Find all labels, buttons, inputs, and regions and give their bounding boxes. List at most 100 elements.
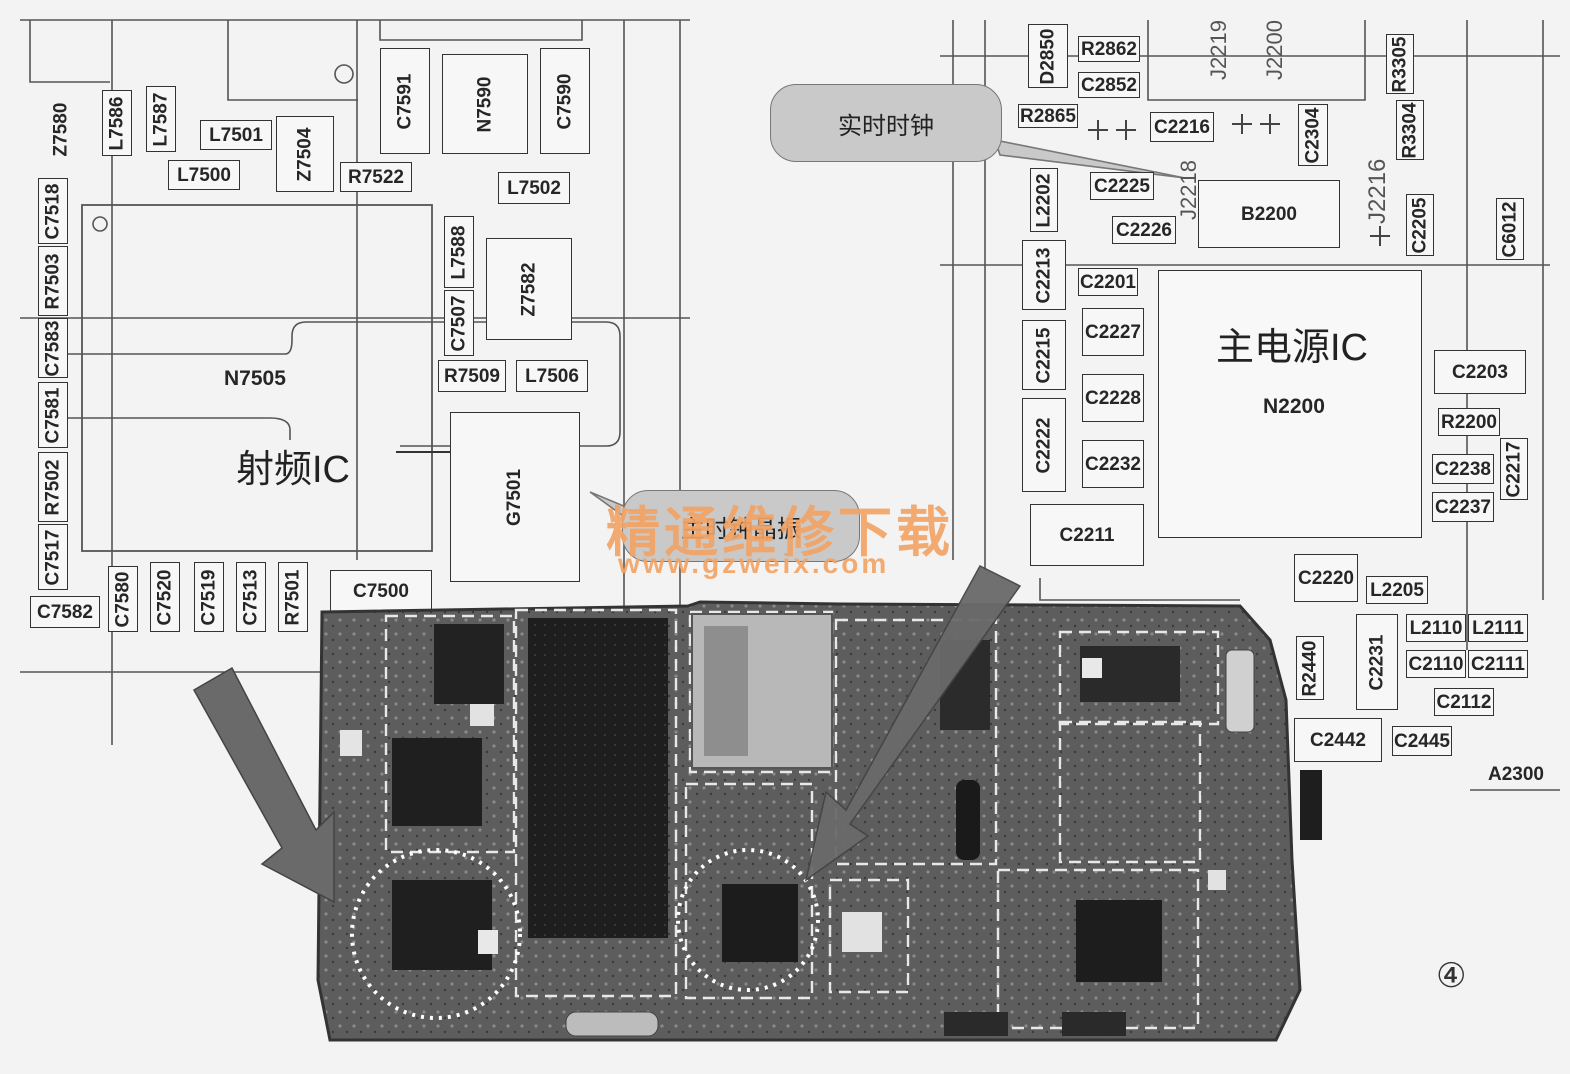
component-d2850: D2850: [1028, 24, 1068, 88]
component-c2111: C2111: [1468, 650, 1528, 678]
component-r2440: R2440: [1296, 636, 1324, 700]
component-label: L7502: [507, 177, 561, 199]
component-c7580: C7580: [108, 566, 138, 632]
component-r7502: R7502: [38, 452, 68, 522]
component-label: C2225: [1094, 175, 1150, 197]
component-r2865: R2865: [1018, 104, 1078, 128]
component-label: C2238: [1435, 458, 1491, 480]
component-r7501: R7501: [278, 562, 308, 632]
component-label: C2227: [1085, 321, 1141, 343]
component-label: C2228: [1085, 387, 1141, 409]
component-c2228: C2228: [1082, 374, 1144, 422]
component-label: N7505: [224, 367, 286, 390]
component-label: N2200: [1263, 395, 1325, 418]
component-c2112: C2112: [1434, 688, 1494, 716]
component-label: R2862: [1081, 38, 1137, 60]
component-l7501: L7501: [200, 120, 272, 150]
component-c2203: C2203: [1434, 350, 1526, 394]
watermark-title: 精通维修下载: [606, 503, 954, 563]
component-r3304: R3304: [1396, 100, 1424, 160]
component-label: L2111: [1472, 617, 1524, 639]
component-label: R2200: [1441, 411, 1497, 433]
component-c7518: C7518: [38, 178, 68, 244]
component-c2225: C2225: [1090, 172, 1154, 200]
component-label: C2445: [1394, 730, 1450, 752]
component-g7501: G7501: [450, 412, 580, 582]
component-c2238: C2238: [1432, 454, 1494, 484]
component-label: C2111: [1471, 653, 1525, 675]
component-c7519: C7519: [194, 562, 224, 632]
component-label: C7500: [353, 580, 409, 602]
main-clock-callout: 主时钟晶振: [622, 490, 860, 562]
component-label: C2201: [1080, 271, 1136, 293]
component-c2226: C2226: [1112, 216, 1176, 244]
component-label: C2110: [1408, 653, 1464, 675]
component-c2232: C2232: [1082, 440, 1144, 488]
component-label: L2110: [1409, 617, 1463, 639]
component-c2201: C2201: [1078, 268, 1138, 296]
component-c7500: C7500: [330, 570, 432, 612]
component-c7513: C7513: [236, 562, 266, 632]
component-r7509: R7509: [438, 360, 506, 392]
component-label: C2216: [1154, 116, 1210, 138]
watermark-url: www.gzweix.com: [618, 548, 890, 579]
component-c7590: C7590: [540, 48, 590, 154]
component-label: R7522: [348, 166, 404, 188]
component-c2220: C2220: [1294, 554, 1358, 602]
component-c2304: C2304: [1298, 104, 1328, 166]
component-a2300: A2300: [1488, 764, 1544, 786]
power-ic-n2200: N2200: [1158, 270, 1422, 538]
callout-text: 实时时钟: [838, 112, 934, 140]
component-label: C2232: [1085, 453, 1141, 475]
component-l7502: L7502: [498, 172, 570, 204]
component-c7520: C7520: [150, 562, 180, 632]
component-c7517: C7517: [38, 524, 68, 590]
component-l2205: L2205: [1366, 576, 1428, 604]
component-l2110: L2110: [1406, 614, 1466, 642]
rf-ic-label: 射频IC: [236, 449, 351, 491]
component-c2237: C2237: [1432, 492, 1494, 522]
component-c7507: C7507: [444, 290, 474, 356]
component-b2200: B2200: [1198, 180, 1340, 248]
component-c7582: C7582: [30, 596, 100, 628]
component-c2231: C2231: [1356, 614, 1398, 710]
component-c6012: C6012: [1496, 198, 1524, 260]
component-label: C2226: [1116, 219, 1172, 241]
component-c2227: C2227: [1082, 308, 1144, 356]
component-c7591: C7591: [380, 48, 430, 154]
component-label: L7501: [209, 124, 263, 146]
component-n7505: N7505: [224, 367, 286, 391]
component-label: L7500: [177, 164, 231, 186]
component-r7503: R7503: [38, 246, 68, 316]
component-label: C2237: [1435, 496, 1491, 518]
component-label: C2442: [1310, 729, 1366, 751]
component-l2202: L2202: [1030, 168, 1058, 232]
component-c7581: C7581: [38, 382, 68, 448]
component-z7582: Z7582: [486, 238, 572, 340]
component-z7504: Z7504: [276, 116, 334, 192]
component-c2215: C2215: [1022, 320, 1066, 390]
component-label: B2200: [1241, 203, 1297, 225]
component-r3305: R3305: [1386, 34, 1414, 94]
component-label: R2865: [1020, 105, 1076, 127]
component-label: R7509: [444, 365, 500, 387]
component-c2205: C2205: [1406, 194, 1434, 256]
component-label: C2112: [1436, 691, 1492, 713]
component-c2211: C2211: [1030, 504, 1144, 566]
component-label: C2852: [1081, 74, 1137, 96]
component-c2216: C2216: [1150, 112, 1214, 142]
component-c2110: C2110: [1406, 650, 1466, 678]
component-c2217: C2217: [1500, 438, 1528, 500]
rtc-callout: 实时时钟: [770, 84, 1002, 162]
component-c2213: C2213: [1022, 240, 1066, 310]
component-l7586: L7586: [102, 90, 132, 156]
component-c2222: C2222: [1022, 398, 1066, 492]
component-r7522: R7522: [340, 162, 412, 192]
component-label: L7506: [525, 365, 579, 387]
component-c2445: C2445: [1392, 726, 1452, 756]
figure-number: ④: [1436, 957, 1467, 995]
component-r2862: R2862: [1078, 36, 1140, 62]
component-l7506: L7506: [516, 360, 588, 392]
